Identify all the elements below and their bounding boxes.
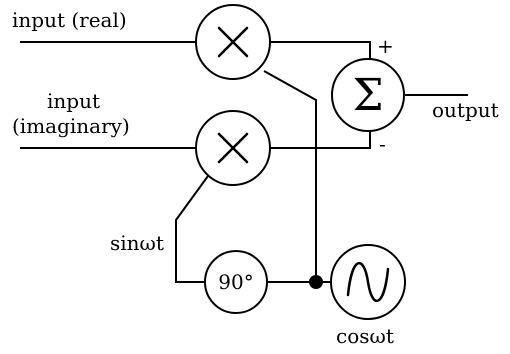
minus-sign: - xyxy=(379,132,386,156)
cos-feed-to-top-mixer-wire xyxy=(263,70,317,282)
multiplier-top xyxy=(195,4,271,80)
sin-label: sinωt xyxy=(110,231,164,255)
input-real-label: input (real) xyxy=(12,8,127,32)
input-imaginary-label-line2: (imaginary) xyxy=(12,114,130,138)
phase-shift-label: 90° xyxy=(218,270,253,294)
plus-sign: + xyxy=(377,34,394,58)
output-label: output xyxy=(432,98,499,122)
multiply-icon xyxy=(217,26,249,58)
sigma-icon: Σ xyxy=(352,70,383,121)
sin-feed-to-bottom-mixer-wire xyxy=(175,175,209,283)
summing-junction: Σ xyxy=(331,58,405,132)
cos-label: cosωt xyxy=(336,324,394,348)
multiply-icon xyxy=(217,132,249,164)
sine-wave-icon xyxy=(346,261,390,303)
oscillator xyxy=(330,244,406,320)
input-imaginary-label-line1: input xyxy=(47,89,100,113)
multiplier-bottom xyxy=(195,110,271,186)
junction-dot xyxy=(309,275,323,289)
phase-shifter: 90° xyxy=(204,250,268,314)
